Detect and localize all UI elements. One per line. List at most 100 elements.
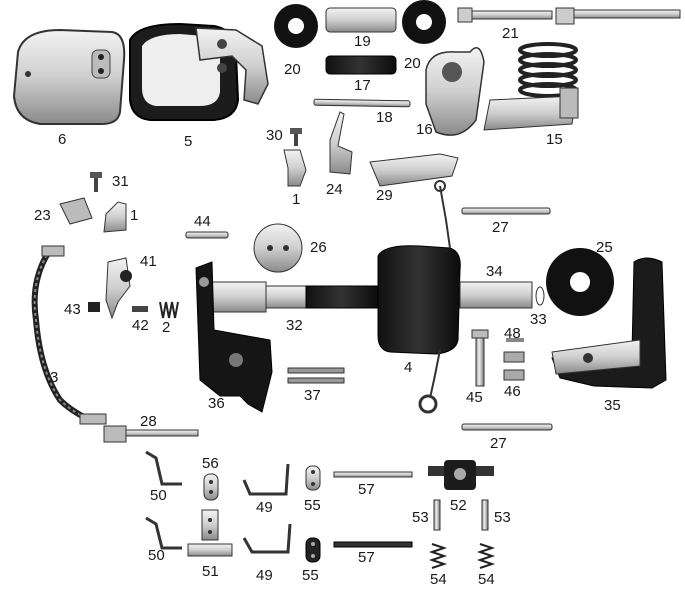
label-part-30: 30	[266, 127, 283, 144]
label-part-20: 20	[284, 61, 301, 78]
label-part-33: 33	[530, 311, 547, 328]
part-46-nut-a	[503, 351, 525, 363]
part-21-bolt	[457, 7, 553, 23]
label-part-57b: 57	[358, 549, 375, 566]
part-3-braided-cable	[31, 245, 107, 425]
part-2-spring	[159, 301, 179, 319]
part-1-bracket-top	[283, 149, 307, 187]
part-49-bracket-top	[242, 463, 290, 496]
part-52-block	[428, 460, 494, 490]
label-part-5: 5	[184, 133, 193, 150]
label-part-28: 28	[140, 413, 157, 430]
label-part-44: 44	[194, 213, 211, 230]
label-part-6: 6	[58, 131, 67, 148]
part-15-spring-assembly	[483, 7, 681, 131]
label-part-45: 45	[466, 389, 483, 406]
label-part-24: 24	[326, 181, 343, 198]
part-24-lever	[329, 111, 353, 175]
part-23-clip	[59, 197, 93, 225]
part-53-stud-right	[481, 499, 489, 531]
part-36-frame	[195, 261, 273, 413]
part-35-bracket	[551, 257, 667, 389]
label-part-25: 25	[596, 239, 613, 256]
part-46-nut-b	[503, 369, 525, 381]
part-19-sleeve	[325, 7, 397, 33]
label-part-27b: 27	[490, 435, 507, 452]
part-16-cam-block	[425, 47, 485, 136]
label-part-53b: 53	[494, 509, 511, 526]
label-part-32: 32	[286, 317, 303, 334]
label-part-54a: 54	[430, 571, 447, 588]
label-part-48: 48	[504, 325, 521, 342]
part-45-bolt	[471, 329, 489, 387]
label-part-46: 46	[504, 383, 521, 400]
part-50-lever-top	[145, 450, 182, 486]
label-part-54b: 54	[478, 571, 495, 588]
part-20-washer-left	[274, 4, 318, 48]
part-53-stud-left	[433, 499, 441, 531]
label-part-31: 31	[112, 173, 129, 190]
part-27-rod-top	[461, 207, 551, 215]
part-48-washer	[506, 338, 524, 342]
part-32-shaft	[211, 281, 379, 313]
label-part-18: 18	[376, 109, 393, 126]
part-1-bracket-left	[103, 201, 127, 233]
label-part-49a: 49	[256, 499, 273, 516]
part-49-bracket-bottom	[242, 523, 292, 554]
label-part-57a: 57	[358, 481, 375, 498]
label-part-49b: 49	[256, 567, 273, 584]
label-part-51: 51	[202, 563, 219, 580]
label-part-29: 29	[376, 187, 393, 204]
label-part-15: 15	[546, 131, 563, 148]
part-54-spring-right	[476, 543, 496, 569]
part-50-lever-bottom	[145, 516, 182, 550]
label-part-56: 56	[202, 455, 219, 472]
part-28-bolt	[103, 425, 199, 443]
label-part-55b: 55	[302, 567, 319, 584]
label-part-21: 21	[502, 25, 519, 42]
part-31-screw	[90, 172, 102, 192]
part-33-ring	[535, 286, 545, 306]
label-part-3: 3	[50, 369, 59, 386]
part-18-rod	[313, 98, 411, 108]
label-part-1b: 1	[130, 207, 139, 224]
label-part-50a: 50	[150, 487, 167, 504]
label-part-52: 52	[450, 497, 467, 514]
label-part-36: 36	[208, 395, 225, 412]
label-part-43: 43	[64, 301, 81, 318]
part-37-strips	[287, 367, 345, 384]
part-5-housing	[129, 22, 269, 121]
part-43-nut	[88, 302, 100, 312]
label-part-1a: 1	[292, 191, 301, 208]
part-44-pin	[185, 231, 229, 239]
label-part-42: 42	[132, 317, 149, 334]
part-54-spring-left	[428, 543, 448, 569]
part-29-arm	[369, 153, 459, 192]
label-part-34: 34	[486, 263, 503, 280]
label-part-27a: 27	[492, 219, 509, 236]
part-55-link-top	[305, 465, 321, 491]
label-part-41: 41	[140, 253, 157, 270]
part-42-screw	[132, 306, 148, 312]
part-20-washer-right	[402, 0, 446, 44]
label-part-55a: 55	[304, 497, 321, 514]
part-55-link-bottom	[305, 537, 321, 563]
part-51-plate	[187, 509, 233, 557]
part-56-plate	[203, 473, 219, 501]
label-part-50b: 50	[148, 547, 165, 564]
label-part-2: 2	[162, 319, 171, 336]
part-4-coil	[377, 185, 461, 414]
label-part-16: 16	[416, 121, 433, 138]
label-part-53a: 53	[412, 509, 429, 526]
label-part-4: 4	[404, 359, 413, 376]
part-25-washer	[546, 248, 614, 316]
label-part-26: 26	[310, 239, 327, 256]
part-57-rod-bottom	[333, 541, 413, 548]
part-34-tube	[459, 281, 533, 309]
part-17-sleeve	[325, 55, 397, 75]
label-part-23: 23	[34, 207, 51, 224]
part-26-disc	[253, 223, 303, 273]
part-27-rod-bottom	[461, 423, 553, 431]
label-part-20b: 20	[404, 55, 421, 72]
